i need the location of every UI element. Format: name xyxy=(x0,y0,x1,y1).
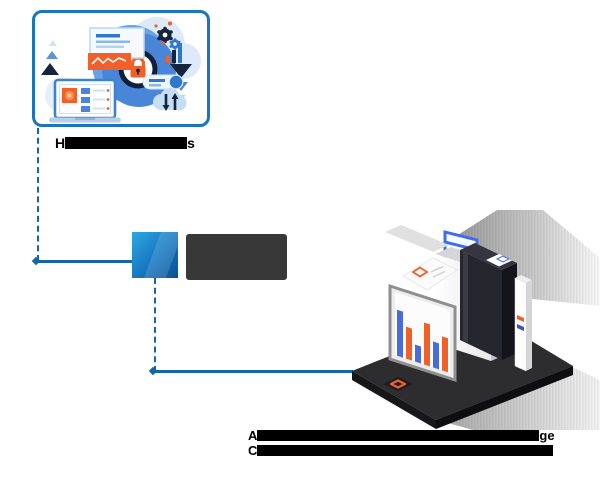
target-caption-line1-suffix: ge xyxy=(539,428,555,443)
server-slab-right xyxy=(514,275,532,372)
security-cloud-illustration xyxy=(41,17,201,123)
connector-horizontal-2 xyxy=(155,370,353,373)
connector-horizontal-1 xyxy=(38,260,133,263)
logo-slash-shape xyxy=(141,232,178,278)
platform-diamond-chip xyxy=(383,377,413,391)
target-caption-line1-redaction xyxy=(257,430,540,441)
vendor-logo-mark xyxy=(132,232,178,278)
cloud-sync-arrows-icon xyxy=(153,88,187,111)
storage-array-illustration xyxy=(352,210,600,430)
security-illustration-box xyxy=(32,10,210,127)
source-caption-redaction xyxy=(65,137,188,149)
triangle-markers-left xyxy=(41,40,59,75)
document-card-icon xyxy=(88,27,145,70)
connector-vertical-1 xyxy=(37,128,39,261)
server-tower-dark xyxy=(460,243,517,360)
source-caption-suffix: s xyxy=(187,135,195,151)
target-caption-line2-prefix: C xyxy=(248,443,258,458)
search-bar-icon xyxy=(142,74,184,90)
mini-bar-chart-icon xyxy=(161,41,182,63)
target-caption-line1-prefix: A xyxy=(248,428,258,443)
bar-chart-panel xyxy=(388,257,458,383)
vendor-logo-wordmark-redacted xyxy=(186,234,287,280)
source-caption-prefix: H xyxy=(55,135,66,151)
target-caption-line2: C xyxy=(248,443,555,458)
connector-vertical-2 xyxy=(154,278,156,372)
laptop-icon xyxy=(49,78,121,123)
target-caption-line2-redaction xyxy=(257,445,554,456)
gears-icon xyxy=(154,21,181,50)
